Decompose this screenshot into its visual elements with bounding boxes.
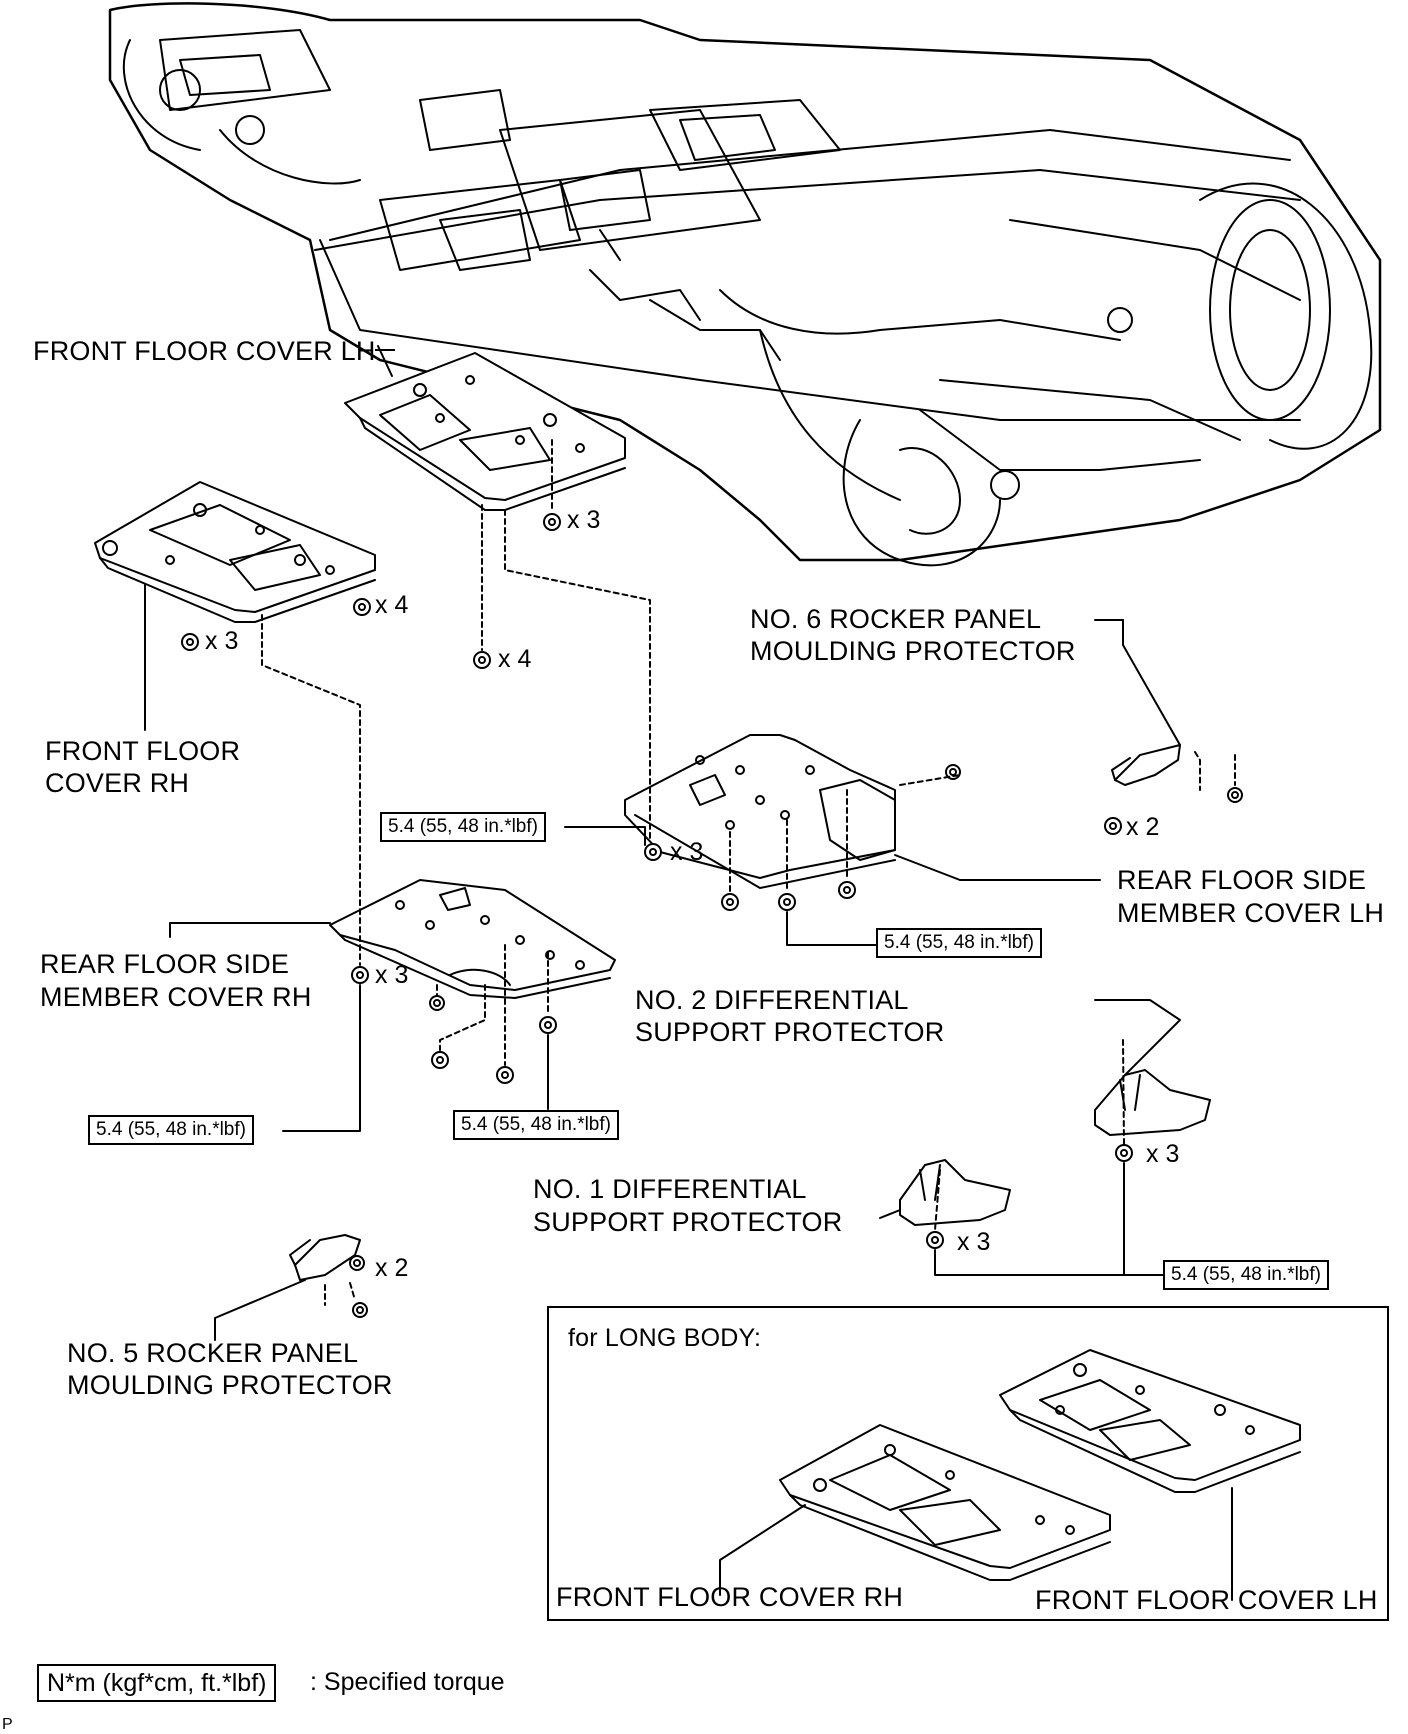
qty-lh-nut: x 4 bbox=[498, 645, 532, 673]
qty-lh-clip: x 3 bbox=[567, 506, 601, 534]
fasteners bbox=[181, 513, 1243, 1318]
no6-rocker-panel-protector bbox=[1094, 619, 1181, 786]
torque-spec-2: 5.4 (55, 48 in.*lbf) bbox=[876, 928, 1042, 958]
front-floor-cover-rh bbox=[94, 481, 376, 731]
torque-spec-4: 5.4 (55, 48 in.*lbf) bbox=[453, 1110, 619, 1140]
legend-torque-unit: N*m (kgf*cm, ft.*lbf) bbox=[37, 1664, 277, 1702]
label-rear-floor-side-lh-1: REAR FLOOR SIDE bbox=[1117, 865, 1367, 895]
label-front-floor-cover-rh-1: FRONT FLOOR bbox=[45, 736, 241, 766]
label-no5-rocker-1: NO. 5 ROCKER PANEL bbox=[67, 1338, 359, 1368]
label-no2-diff-1: NO. 2 DIFFERENTIAL bbox=[635, 985, 909, 1015]
label-no2-diff-2: SUPPORT PROTECTOR bbox=[635, 1017, 945, 1047]
qty-no5-clip: x 2 bbox=[375, 1254, 409, 1282]
long-body-panel bbox=[547, 1306, 1389, 1621]
label-no5-rocker-2: MOULDING PROTECTOR bbox=[67, 1370, 393, 1400]
qty-rear-lh-bolt: x 3 bbox=[670, 838, 704, 866]
legend-specified-torque: : Specified torque bbox=[310, 1668, 505, 1696]
qty-rear-rh-bolt: x 3 bbox=[375, 961, 409, 989]
vehicle-underbody bbox=[108, 2, 1382, 567]
qty-rh-clip-right: x 4 bbox=[375, 591, 409, 619]
front-floor-cover-lh bbox=[344, 345, 626, 511]
long-body-lh-label: FRONT FLOOR COVER LH bbox=[1035, 1585, 1378, 1615]
torque-spec-5: 5.4 (55, 48 in.*lbf) bbox=[1163, 1260, 1329, 1290]
no2-differential-support-protector bbox=[1094, 999, 1211, 1136]
label-no1-diff-1: NO. 1 DIFFERENTIAL bbox=[533, 1174, 807, 1204]
qty-no2-bolt: x 3 bbox=[1146, 1140, 1180, 1168]
no5-rocker-panel-protector bbox=[214, 1234, 361, 1341]
label-no6-rocker-1: NO. 6 ROCKER PANEL bbox=[750, 604, 1042, 634]
alignment-lines bbox=[261, 439, 1236, 1306]
long-body-covers bbox=[719, 1349, 1301, 1601]
label-rear-floor-side-lh-2: MEMBER COVER LH bbox=[1117, 898, 1385, 928]
long-body-title: for LONG BODY: bbox=[568, 1324, 762, 1352]
qty-rh-clip-left: x 3 bbox=[205, 627, 239, 655]
label-front-floor-cover-rh-2: COVER RH bbox=[45, 768, 190, 798]
leader-front-floor-cover-lh bbox=[375, 349, 395, 351]
torque-spec-1: 5.4 (55, 48 in.*lbf) bbox=[380, 812, 546, 842]
long-body-rh-label: FRONT FLOOR COVER RH bbox=[556, 1582, 904, 1612]
label-no6-rocker-2: MOULDING PROTECTOR bbox=[750, 636, 1076, 666]
qty-no6-clip: x 2 bbox=[1126, 813, 1160, 841]
no1-differential-support-protector bbox=[879, 1159, 1011, 1226]
corner-code: P bbox=[2, 1716, 13, 1733]
label-front-floor-cover-lh: FRONT FLOOR COVER LH bbox=[33, 336, 376, 366]
label-rear-floor-side-rh-2: MEMBER COVER RH bbox=[40, 982, 312, 1012]
rear-floor-side-member-cover-rh bbox=[169, 879, 616, 999]
torque-leaders bbox=[282, 826, 1164, 1276]
label-no1-diff-2: SUPPORT PROTECTOR bbox=[533, 1207, 843, 1237]
torque-spec-3: 5.4 (55, 48 in.*lbf) bbox=[88, 1115, 254, 1145]
qty-no1-bolt: x 3 bbox=[957, 1228, 991, 1256]
label-rear-floor-side-rh-1: REAR FLOOR SIDE bbox=[40, 949, 290, 979]
